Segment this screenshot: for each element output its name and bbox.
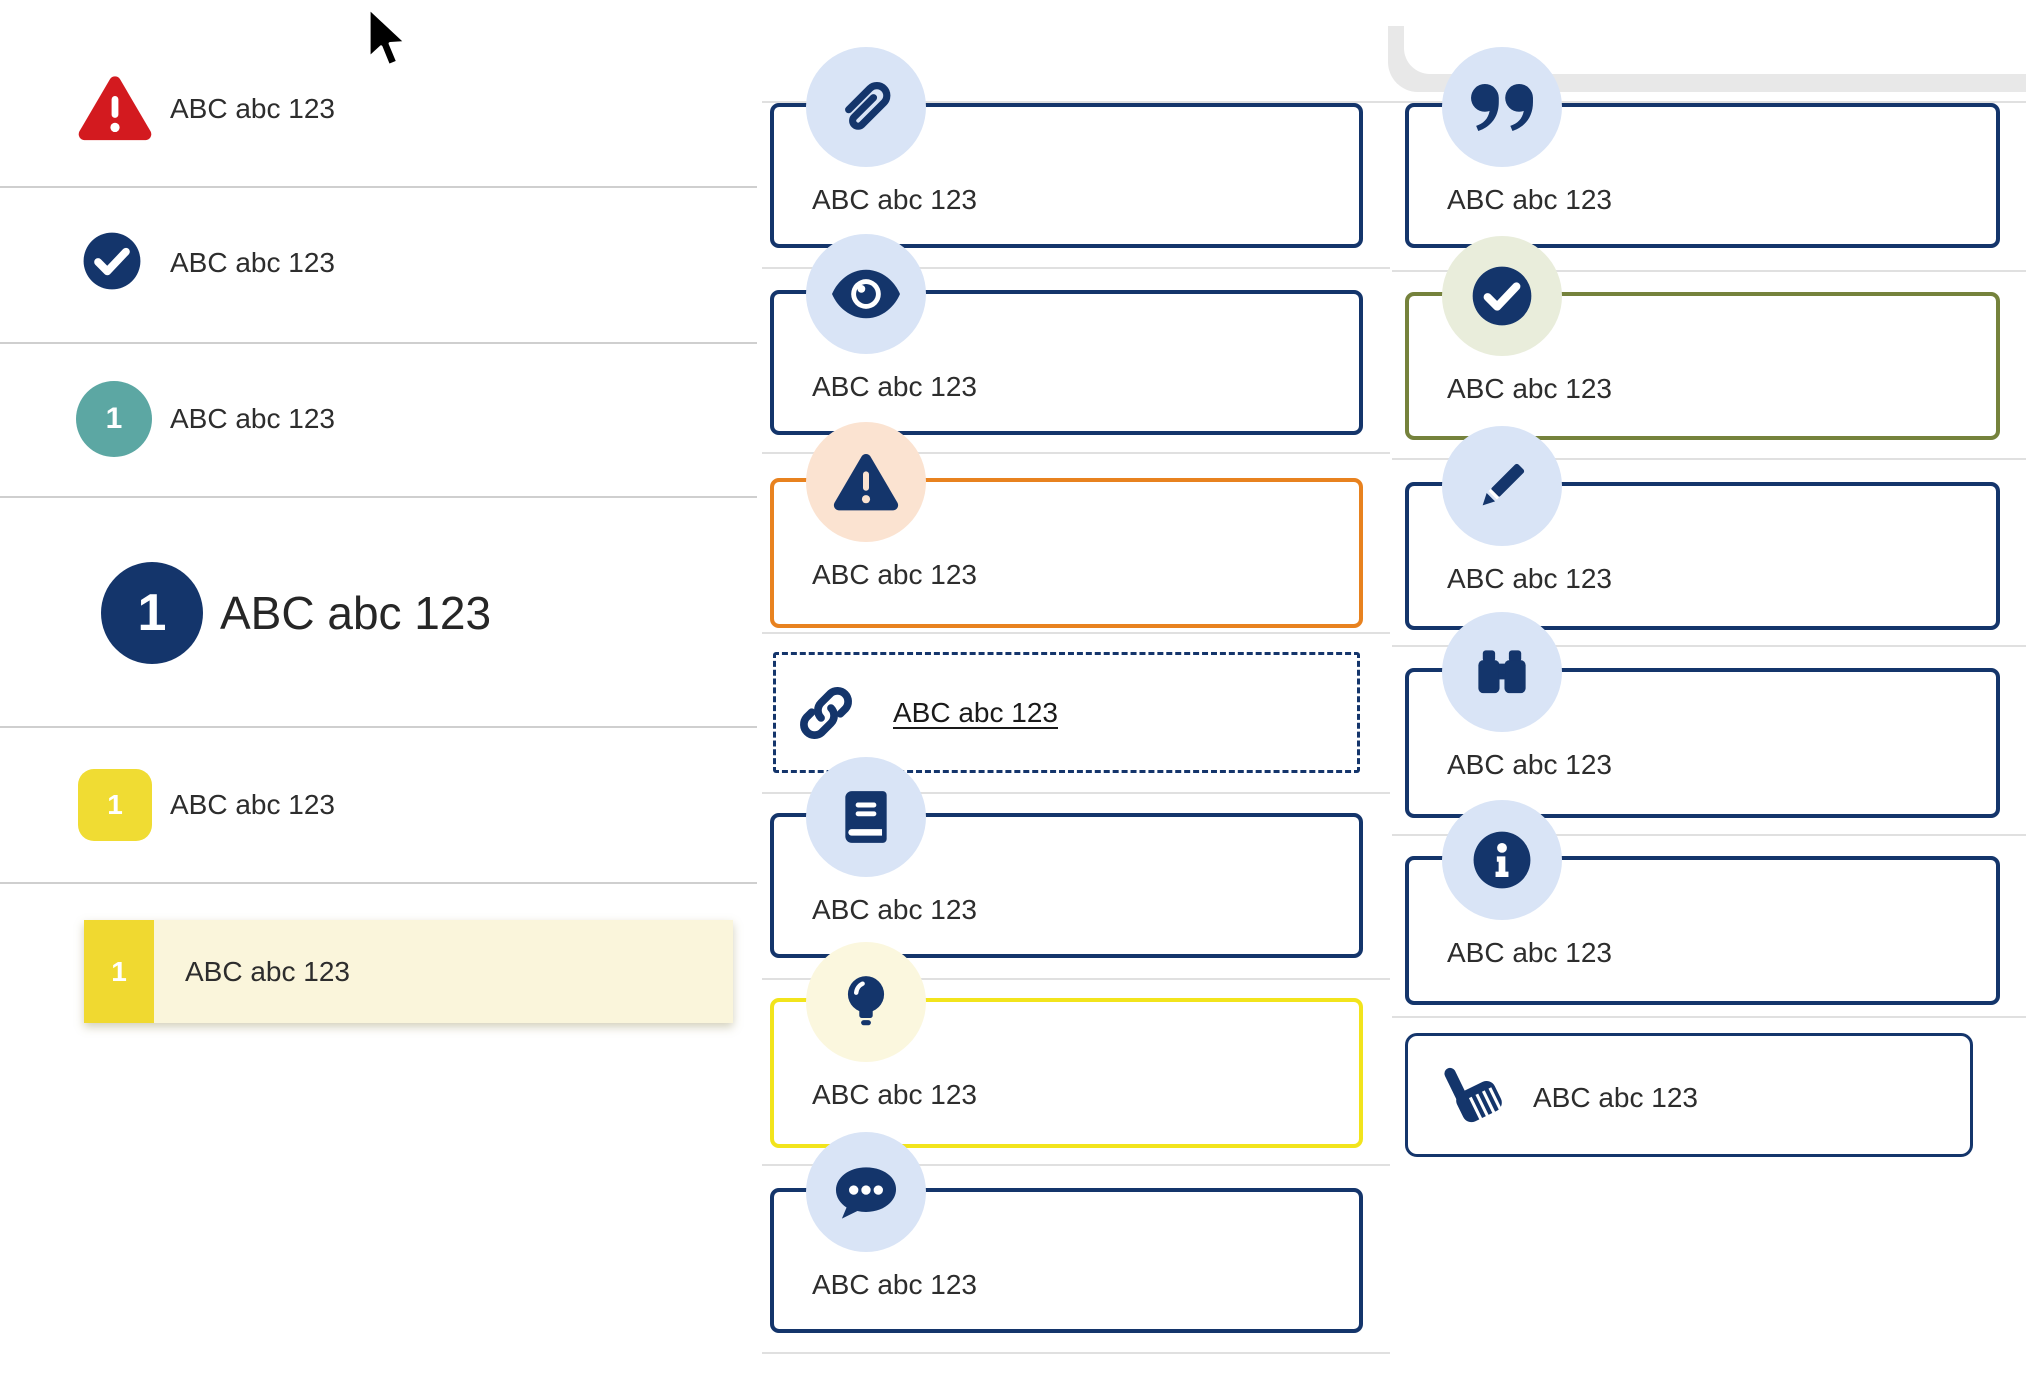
divider [0, 186, 757, 188]
book-icon [845, 791, 887, 843]
check-circle-icon [83, 232, 141, 290]
chat-icon [835, 1167, 897, 1219]
row-separator [762, 1164, 1390, 1166]
highlight-strip [84, 920, 733, 1023]
row-separator [1392, 458, 2026, 460]
icon-circle [806, 422, 926, 542]
row-separator [762, 267, 1390, 269]
icon-circle [806, 1132, 926, 1252]
callout-card-action: ABC abc 123 [1405, 1033, 1973, 1157]
list-item-label: ABC abc 123 [220, 587, 492, 639]
icon-circle [1442, 426, 1562, 546]
row-separator [762, 452, 1390, 454]
icon-circle [806, 47, 926, 167]
card-label: ABC abc 123 [1447, 937, 1612, 968]
row-separator [1392, 1016, 2026, 1018]
list-item-step-yellow[interactable]: 1 ABC abc 123 [0, 728, 757, 882]
row-separator [762, 1352, 1390, 1354]
binoculars-icon [1478, 650, 1526, 694]
warning-triangle-icon [78, 76, 152, 141]
row-separator [762, 101, 2026, 103]
number-badge-navy-large: 1 [101, 562, 203, 664]
eye-icon [832, 269, 900, 319]
list-item-label: ABC abc 123 [170, 403, 335, 434]
list-item-step-teal[interactable]: 1 ABC abc 123 [0, 344, 757, 496]
icon-circle [1442, 236, 1562, 356]
paperclip-icon [845, 82, 891, 130]
row-separator [762, 632, 1390, 634]
card-label: ABC abc 123 [1447, 563, 1612, 594]
icon-circle [806, 757, 926, 877]
icon-circle [806, 234, 926, 354]
link-icon [800, 687, 852, 739]
row-separator [762, 792, 1390, 794]
callout-card-link: ABC abc 123 [773, 652, 1360, 773]
badge-number: 1 [107, 789, 123, 820]
badge-number: 1 [137, 584, 167, 642]
list-item-success[interactable]: ABC abc 123 [0, 188, 757, 342]
divider [0, 726, 757, 728]
card-label: ABC abc 123 [812, 371, 977, 402]
list-item-label: ABC abc 123 [170, 247, 335, 278]
list-item-warning[interactable]: ABC abc 123 [0, 0, 757, 186]
icon-circle [1442, 612, 1562, 732]
row-separator [762, 978, 1390, 980]
warning-triangle-icon [833, 453, 899, 511]
card-label: ABC abc 123 [812, 894, 977, 925]
divider [0, 342, 757, 344]
quote-icon [1471, 83, 1533, 131]
badge-number: 1 [111, 955, 127, 987]
lightbulb-icon [847, 976, 885, 1026]
pencil-icon [1482, 463, 1525, 506]
number-badge-yellow: 1 [84, 920, 154, 1023]
check-circle-icon [1472, 266, 1532, 326]
list-item-step-large[interactable]: 1 ABC abc 123 [0, 498, 757, 726]
row-separator [1392, 270, 2026, 272]
list-item-step-yellow-highlighted[interactable]: 1 ABC abc 123 [0, 884, 757, 1080]
divider [0, 882, 757, 884]
row-separator [1392, 645, 2026, 647]
card-label: ABC abc 123 [812, 1269, 977, 1300]
card-label: ABC abc 123 [812, 1079, 977, 1110]
callout-card-quote: ABC abc 123 [1405, 103, 2000, 248]
card-label: ABC abc 123 [1533, 1082, 1698, 1113]
number-badge-yellow: 1 [78, 769, 152, 841]
info-circle-icon [1473, 831, 1531, 889]
list-item-label: ABC abc 123 [170, 93, 335, 124]
card-label: ABC abc 123 [812, 559, 977, 590]
icon-circle [1442, 47, 1562, 167]
mouse-cursor-icon [367, 6, 408, 68]
icon-circle [806, 942, 926, 1062]
list-item-label: ABC abc 123 [170, 789, 335, 820]
icon-circle [1442, 800, 1562, 920]
list-item-label: ABC abc 123 [185, 956, 350, 987]
badge-number: 1 [105, 402, 123, 435]
number-badge-teal: 1 [76, 381, 152, 457]
card-link[interactable]: ABC abc 123 [893, 697, 1058, 728]
card-label: ABC abc 123 [812, 184, 977, 215]
card-label: ABC abc 123 [1447, 184, 1612, 215]
card-label: ABC abc 123 [1447, 373, 1612, 404]
hand-pointer-icon [1444, 1067, 1502, 1123]
card-label: ABC abc 123 [1447, 749, 1612, 780]
divider [0, 496, 757, 498]
row-separator [1392, 834, 2026, 836]
